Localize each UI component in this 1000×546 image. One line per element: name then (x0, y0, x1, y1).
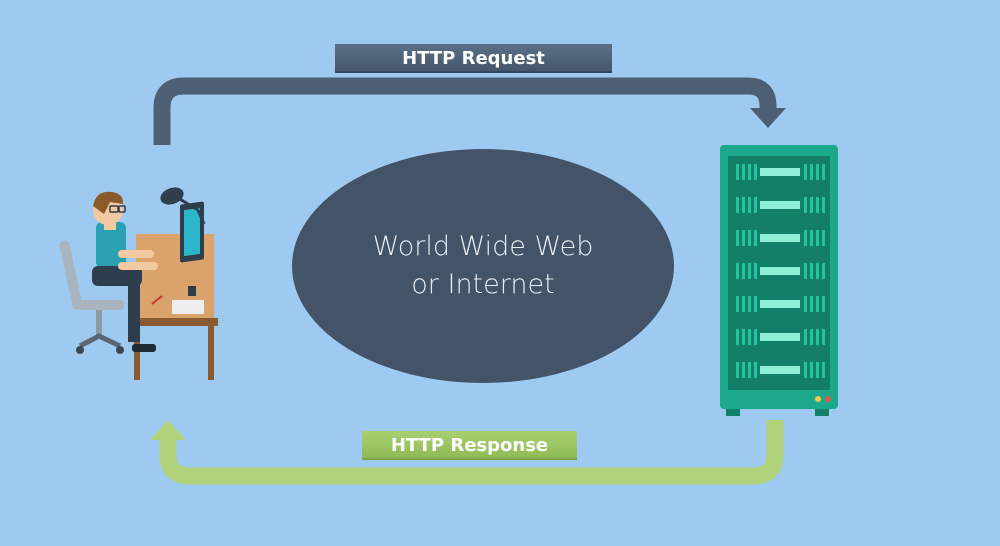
internet-label: World Wide Web or Internet (293, 228, 673, 304)
server-units (736, 164, 825, 378)
server-rack-icon (720, 145, 838, 416)
internet-label-line2: or Internet (411, 269, 555, 300)
server-unit (736, 362, 825, 378)
internet-label-line1: World Wide Web (372, 231, 594, 262)
http-response-label: HTTP Response (362, 431, 577, 460)
internet-ellipse (292, 149, 674, 383)
server-unit (736, 230, 825, 246)
person-at-desk-icon (59, 187, 218, 380)
server-unit (736, 263, 825, 279)
request-arrow (153, 77, 786, 145)
server-unit (736, 296, 825, 312)
server-unit (736, 329, 825, 345)
response-arrow (150, 420, 784, 485)
server-unit (736, 197, 825, 213)
server-unit (736, 164, 825, 180)
http-request-label: HTTP Request (335, 44, 612, 73)
